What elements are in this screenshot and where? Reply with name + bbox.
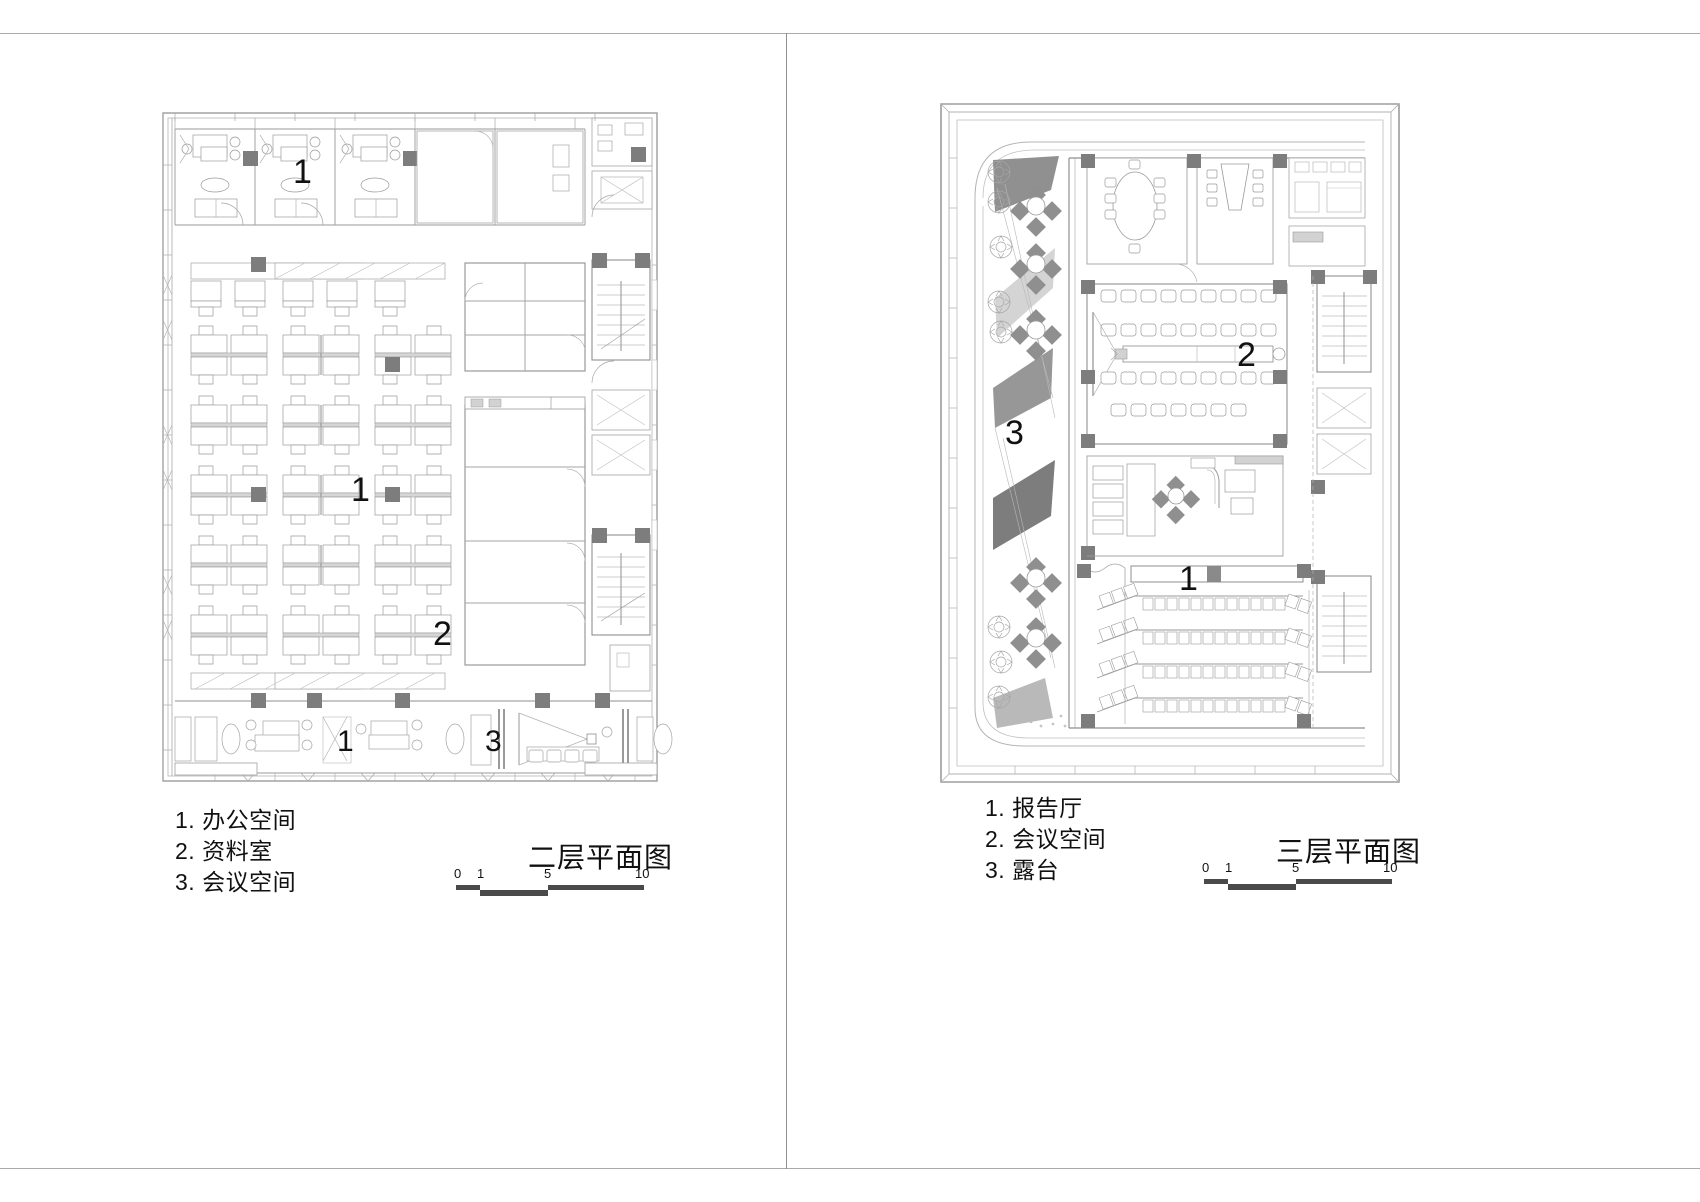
plan-panel-floor-3: 3 2 1 1. 报告厅 2. 会议空间 3. 露台 三层平面图 0 — [787, 0, 1700, 1202]
room-marker-1-auditorium: 1 — [1179, 560, 1198, 598]
room-marker-3-meeting: 3 — [485, 725, 502, 758]
legend-row: 3. 露台 — [985, 855, 1106, 886]
room-marker-2-archive: 2 — [433, 615, 452, 653]
legend-row: 2. 会议空间 — [985, 824, 1106, 855]
plan-panel-floor-2: 1 1 2 1 3 1. 办公空间 2. 资料室 3. 会议空间 二层平面图 — [0, 0, 786, 1202]
page-rule-top — [0, 33, 1700, 34]
legend-label: 资料室 — [202, 838, 273, 864]
legend-row: 3. 会议空间 — [175, 867, 296, 898]
legend-row: 1. 办公空间 — [175, 805, 296, 836]
plan-title-floor-3: 三层平面图 — [1276, 836, 1422, 867]
svg-text:5: 5 — [544, 866, 551, 881]
svg-text:10: 10 — [635, 866, 649, 881]
room-marker-1-south: 1 — [337, 725, 354, 758]
svg-text:0: 0 — [454, 866, 461, 881]
legend-number: 2. — [985, 826, 1006, 852]
svg-text:0: 0 — [1202, 860, 1209, 875]
legend-floor-2: 1. 办公空间 2. 资料室 3. 会议空间 — [175, 805, 296, 898]
legend-row: 1. 报告厅 — [985, 793, 1106, 824]
page-rule-bottom — [0, 1168, 1700, 1169]
room-marker-1-offices: 1 — [293, 153, 312, 191]
svg-text:10: 10 — [1383, 860, 1397, 875]
page-divider — [786, 33, 787, 1169]
floor-plan-drawing-2f: 1 1 2 1 3 — [162, 112, 673, 782]
legend-label: 会议空间 — [1012, 826, 1107, 852]
legend-label: 办公空间 — [202, 807, 297, 833]
svg-text:5: 5 — [1292, 860, 1299, 875]
floor-plan-drawing-3f: 3 2 1 — [940, 103, 1400, 783]
legend-label: 会议空间 — [202, 869, 297, 895]
room-marker-1-open-office: 1 — [351, 471, 370, 509]
plan-title-floor-2: 二层平面图 — [528, 842, 674, 873]
legend-number: 1. — [985, 795, 1006, 821]
scale-bar-floor-3: 0 1 5 10 — [1200, 859, 1410, 899]
legend-row: 2. 资料室 — [175, 836, 296, 867]
legend-label: 报告厅 — [1012, 795, 1083, 821]
legend-floor-3: 1. 报告厅 2. 会议空间 3. 露台 — [985, 793, 1106, 886]
legend-number: 3. — [985, 857, 1006, 883]
legend-number: 2. — [175, 838, 196, 864]
room-marker-3-terrace: 3 — [1005, 414, 1024, 452]
svg-text:1: 1 — [1225, 860, 1232, 875]
room-marker-2-conference: 2 — [1237, 336, 1256, 374]
legend-number: 1. — [175, 807, 196, 833]
scale-bar-floor-2: 0 1 5 10 — [452, 865, 662, 905]
legend-label: 露台 — [1012, 857, 1060, 883]
legend-number: 3. — [175, 869, 196, 895]
svg-text:1: 1 — [477, 866, 484, 881]
